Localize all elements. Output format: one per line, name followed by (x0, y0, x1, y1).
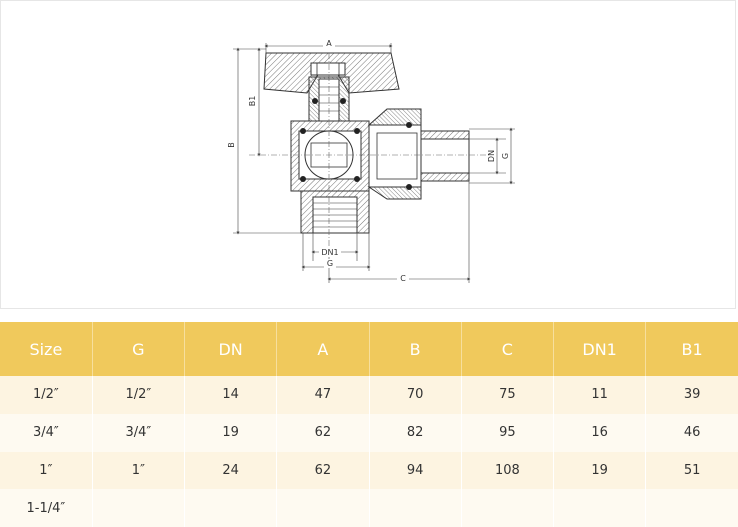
cell-b1: 46 (645, 413, 738, 452)
header-g: G (92, 322, 186, 376)
dim-label-g-bottom: G (327, 259, 333, 268)
cell-dn1: 19 (553, 451, 647, 490)
header-dn: DN (184, 322, 278, 376)
valve-bottom-inlet (300, 190, 370, 234)
valve-stem (308, 76, 350, 122)
cell-b: 82 (369, 413, 462, 452)
header-size: Size (0, 322, 93, 376)
cell-a: 62 (276, 451, 370, 490)
cell-b: 94 (369, 451, 462, 490)
dim-label-c: C (400, 274, 406, 283)
cell-g: 1″ (92, 451, 186, 490)
cell-dn: 19 (184, 413, 278, 452)
cell-b1: 51 (645, 451, 738, 490)
cell-c: 108 (461, 451, 555, 490)
dim-label-dn1: DN1 (321, 248, 338, 257)
cell-a: 47 (276, 376, 370, 414)
dim-label-b: B (227, 142, 236, 148)
valve-handle (263, 52, 400, 94)
cell-g: 1/2″ (92, 376, 186, 414)
header-b1: B1 (645, 322, 738, 376)
table-row: 1″ 1″ 24 62 94 108 19 51 (0, 451, 738, 490)
center-lines (249, 53, 489, 249)
header-a: A (276, 322, 370, 376)
cell-size: 3/4″ (0, 413, 93, 452)
specification-table: Size G DN A B C DN1 B1 1/2″ 1/2″ 14 47 7… (0, 322, 738, 527)
dim-label-dn: DN (487, 150, 496, 162)
table-header-row: Size G DN A B C DN1 B1 (0, 322, 738, 376)
cell-b (369, 489, 462, 527)
valve-right-outlet (367, 108, 470, 200)
table-row: 1-1/4″ (0, 489, 738, 527)
cell-dn: 14 (184, 376, 278, 414)
valve-cross-section-drawing: A B B1 DN G DN1 G C (227, 39, 515, 283)
header-c: C (461, 322, 555, 376)
valve-body (290, 120, 370, 192)
table-row: 1/2″ 1/2″ 14 47 70 75 11 39 (0, 376, 738, 414)
technical-drawing-panel: A B B1 DN G DN1 G C (0, 0, 736, 309)
cell-c (461, 489, 555, 527)
cell-b1 (645, 489, 738, 527)
header-b: B (369, 322, 462, 376)
cell-dn1 (553, 489, 647, 527)
cell-dn (184, 489, 278, 527)
dim-label-g-right: G (501, 153, 510, 159)
cell-dn1: 11 (553, 376, 647, 414)
cell-b: 70 (369, 376, 462, 414)
cell-b1: 39 (645, 376, 738, 414)
cell-g: 3/4″ (92, 413, 186, 452)
cell-c: 75 (461, 376, 555, 414)
cell-a (276, 489, 370, 527)
dim-label-a: A (326, 39, 332, 48)
cell-size: 1″ (0, 451, 93, 490)
dim-label-b1: B1 (248, 96, 257, 107)
table-row: 3/4″ 3/4″ 19 62 82 95 16 46 (0, 413, 738, 452)
cell-size: 1-1/4″ (0, 489, 93, 527)
cell-dn1: 16 (553, 413, 647, 452)
cell-c: 95 (461, 413, 555, 452)
cell-size: 1/2″ (0, 376, 93, 414)
cell-a: 62 (276, 413, 370, 452)
header-dn1: DN1 (553, 322, 647, 376)
cell-g (92, 489, 186, 527)
cell-dn: 24 (184, 451, 278, 490)
